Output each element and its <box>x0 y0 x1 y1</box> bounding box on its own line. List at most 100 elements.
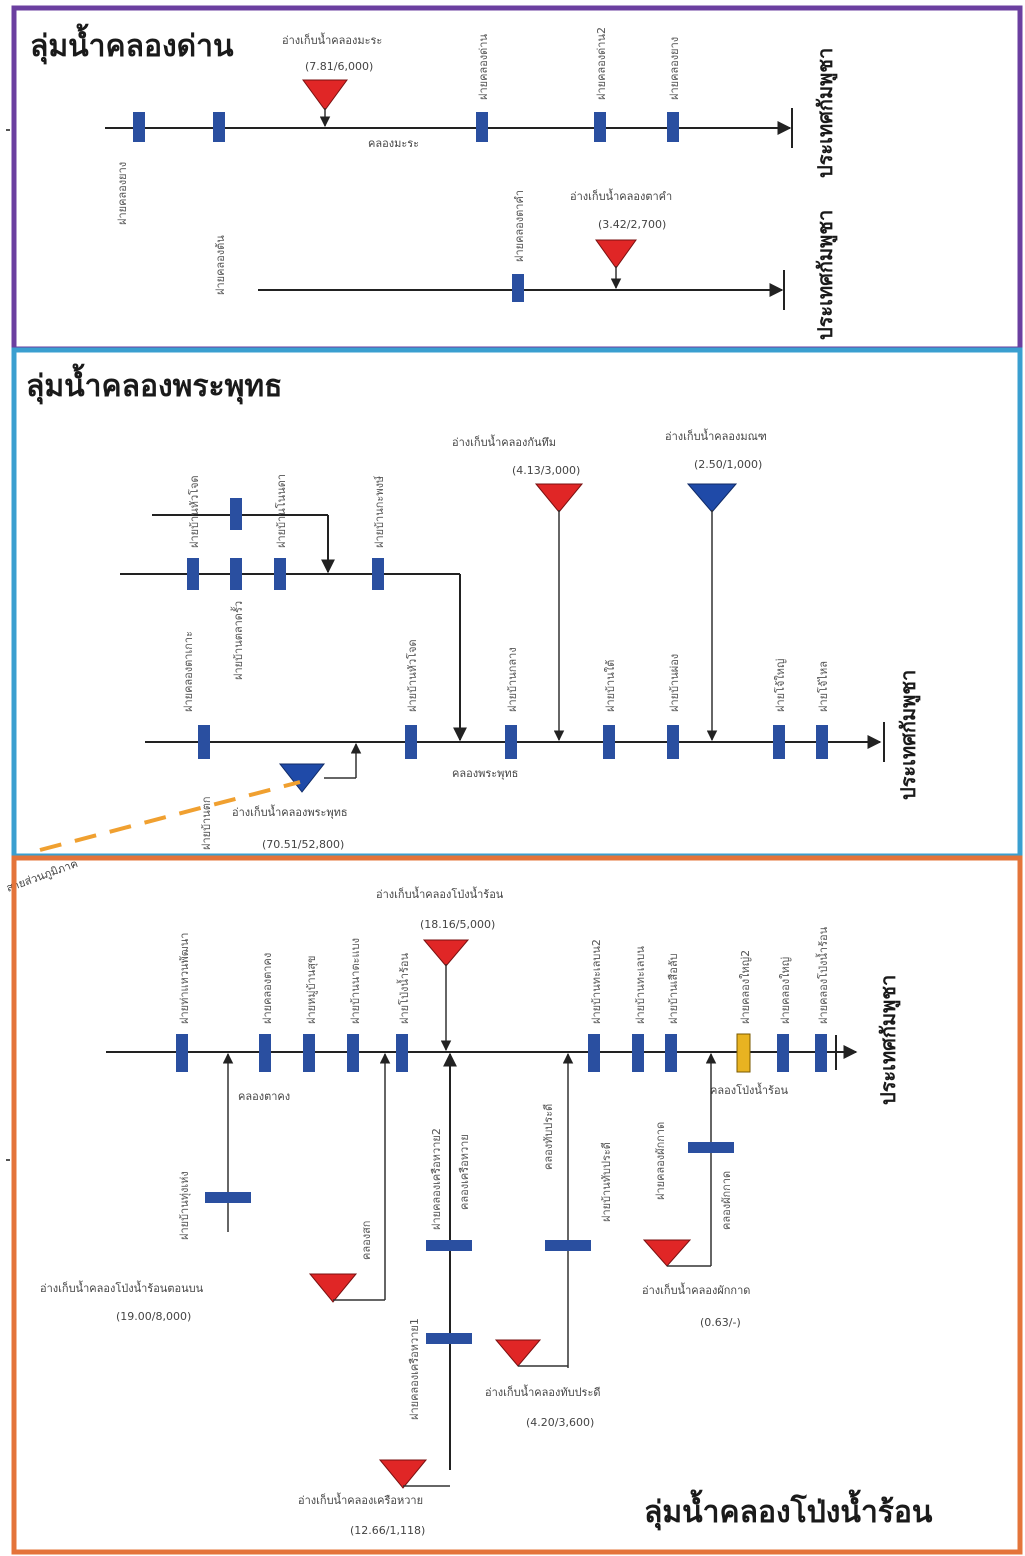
weir-gate <box>396 1034 408 1072</box>
reservoir-triangle <box>422 939 470 967</box>
reservoir-triangle <box>378 1459 428 1489</box>
reservoir-capacity: (0.63/-) <box>700 1316 741 1329</box>
basin-pongnamron-border <box>11 855 1023 1555</box>
canal-label: คลองเครือหวาย <box>458 1134 471 1210</box>
weir-label: ฝายบ้านทะเลบน <box>634 946 647 1024</box>
weir-gate <box>505 725 517 759</box>
weir-label: ฝายบ้านทะเลบน2 <box>590 939 603 1024</box>
weir-gate <box>773 725 785 759</box>
weir-gate <box>667 112 679 142</box>
reservoir-triangle <box>278 763 326 793</box>
weir-label: ฝายคลองเครือหวาย2 <box>430 1128 443 1230</box>
canal-label: คลองพระพุทธ <box>452 767 518 780</box>
weir-label: ฝายคลองยาง <box>116 162 129 225</box>
reservoir-capacity: (70.51/52,800) <box>262 838 344 851</box>
weir-label: ฝายบ้านหัวโจด <box>187 475 201 548</box>
weir-label: ฝายคลองตาคง <box>261 953 274 1024</box>
weir-gate <box>667 725 679 759</box>
weir-label: ฝายคลองต้น <box>214 235 227 295</box>
weir-gate <box>632 1034 644 1072</box>
weir-gate <box>816 725 828 759</box>
weir-gate <box>176 1034 188 1072</box>
basin-pongnamron-panel: ลุ่มน้ำคลองโป่งน้ำร้อน ประเทศกัมพูชา คลอ… <box>11 855 1023 1555</box>
weir-gate <box>426 1240 472 1251</box>
reservoir-capacity: (4.20/3,600) <box>526 1416 594 1429</box>
reservoir-capacity: (4.13/3,000) <box>512 464 580 477</box>
weir-gate <box>230 558 242 590</box>
weir-gate <box>588 1034 600 1072</box>
weir-gate <box>230 498 242 530</box>
reservoir-name: อ่างเก็บน้ำคลองพระพุทธ <box>232 804 348 819</box>
reservoir-capacity: (12.66/1,118) <box>350 1524 425 1537</box>
weir-gate <box>303 1034 315 1072</box>
weir-label: ฝายบ้านผ่อง <box>668 654 681 712</box>
weir-label: ฝายคลองใหญ่ <box>779 957 792 1024</box>
reservoir-triangle <box>595 239 637 269</box>
weir-gate-highlight <box>736 1033 751 1073</box>
weir-label: ฝายท่าแหวนพัฒนา <box>178 933 191 1024</box>
weir-gate <box>372 558 384 590</box>
weir-label: ฝายคลองด่าน <box>477 34 490 100</box>
weir-label: ฝายบ้านใต้ <box>604 660 617 712</box>
weir-label: ฝายคลองตาเกาะ <box>182 631 195 712</box>
outlet-cambodia-label: ประเทศกัมพูชา <box>813 48 839 178</box>
reservoir-name: อ่างเก็บน้ำคลองตาคำ <box>570 188 672 203</box>
basin-pongnamron-title: ลุ่มน้ำคลองโป่งน้ำร้อน <box>644 1489 933 1531</box>
outlet-cambodia-label: ประเทศกัมพูชา <box>876 975 902 1105</box>
canal-label: คลองทับประดี <box>542 1104 555 1170</box>
weir-gate <box>545 1240 591 1251</box>
reservoir-capacity: (19.00/8,000) <box>116 1310 191 1323</box>
outlet-cambodia-label: ประเทศกัมพูชา <box>813 210 839 340</box>
weir-label: ฝายบ้านหัวโจด <box>405 639 419 712</box>
basin-phraphut-panel: ลุ่มน้ำคลองพระพุทธ ประเทศกัมพูชา ฝายบ้าน… <box>5 347 1023 895</box>
reservoir-triangle <box>642 1239 692 1267</box>
weir-label: ฝายบ้านทับประดี <box>600 1142 613 1222</box>
reservoir-triangle <box>494 1339 542 1367</box>
weir-gate <box>259 1034 271 1072</box>
weir-gate <box>594 112 606 142</box>
weir-gate <box>405 725 417 759</box>
weir-label: ฝายคลองเครือหวาย1 <box>408 1318 421 1420</box>
reservoir-capacity: (7.81/6,000) <box>305 60 373 73</box>
reservoir-triangle <box>686 483 738 513</box>
reservoir-name: อ่างเก็บน้ำคลองเครือหวาย <box>298 1492 423 1507</box>
weir-gate <box>512 274 524 302</box>
weir-label: ฝายบ้านตลาดรั้ว <box>230 601 245 680</box>
canal-label: คลองสก <box>360 1221 373 1260</box>
reservoir-name: อ่างเก็บน้ำคลองผักกาด <box>642 1282 750 1297</box>
reservoir-name: อ่างเก็บน้ำคลองมณฑ <box>665 428 767 443</box>
weir-label: ฝายโป่งน้ำร้อน <box>396 952 411 1024</box>
weir-label: ฝายโจ้ไหล <box>816 661 830 712</box>
weir-gate <box>347 1034 359 1072</box>
canal-label: คลองมะระ <box>368 137 419 150</box>
weir-gate <box>274 558 286 590</box>
weir-label: ฝายบ้านกะพงษ์ <box>373 476 386 548</box>
basin-dan-panel: ลุ่มน้ำคลองด่าน ประเทศกัมพูชา ประเทศกัมพ… <box>11 5 1023 352</box>
reservoir-capacity: (2.50/1,000) <box>694 458 762 471</box>
canal-label: คลองผักกาด <box>720 1171 733 1230</box>
canal-label: คลองโป่งน้ำร้อน <box>710 1082 789 1097</box>
weir-gate <box>213 112 225 142</box>
reservoir-triangle <box>534 483 584 513</box>
weir-gate <box>665 1034 677 1072</box>
weir-label: ฝายคลองตาคำ <box>513 190 526 262</box>
weir-gate <box>603 725 615 759</box>
reservoir-triangle <box>302 79 348 111</box>
weir-gate <box>187 558 199 590</box>
weir-label: ฝายคลองยาง <box>668 37 681 100</box>
basin-phraphut-title: ลุ่มน้ำคลองพระพุทธ <box>26 363 283 405</box>
outlet-cambodia-label: ประเทศกัมพูชา <box>896 670 922 800</box>
reservoir-name: อ่างเก็บน้ำคลองทับประดี <box>485 1384 601 1399</box>
weir-gate <box>133 112 145 142</box>
reservoir-name: อ่างเก็บน้ำคลองกันทึม <box>452 434 556 449</box>
reservoir-name: อ่างเก็บน้ำคลองโป่งน้ำร้อน <box>376 886 504 901</box>
weir-label: ฝายบ้านตก <box>200 796 213 850</box>
reservoir-triangle <box>308 1273 358 1303</box>
weir-gate <box>205 1192 251 1203</box>
weir-gate <box>198 725 210 759</box>
weir-label: ฝายหมู่บ้านสุข <box>305 956 318 1024</box>
weir-label: ฝายบ้านเสือลับ <box>667 953 680 1024</box>
weir-gate <box>476 112 488 142</box>
basin-phraphut-border <box>11 347 1023 859</box>
